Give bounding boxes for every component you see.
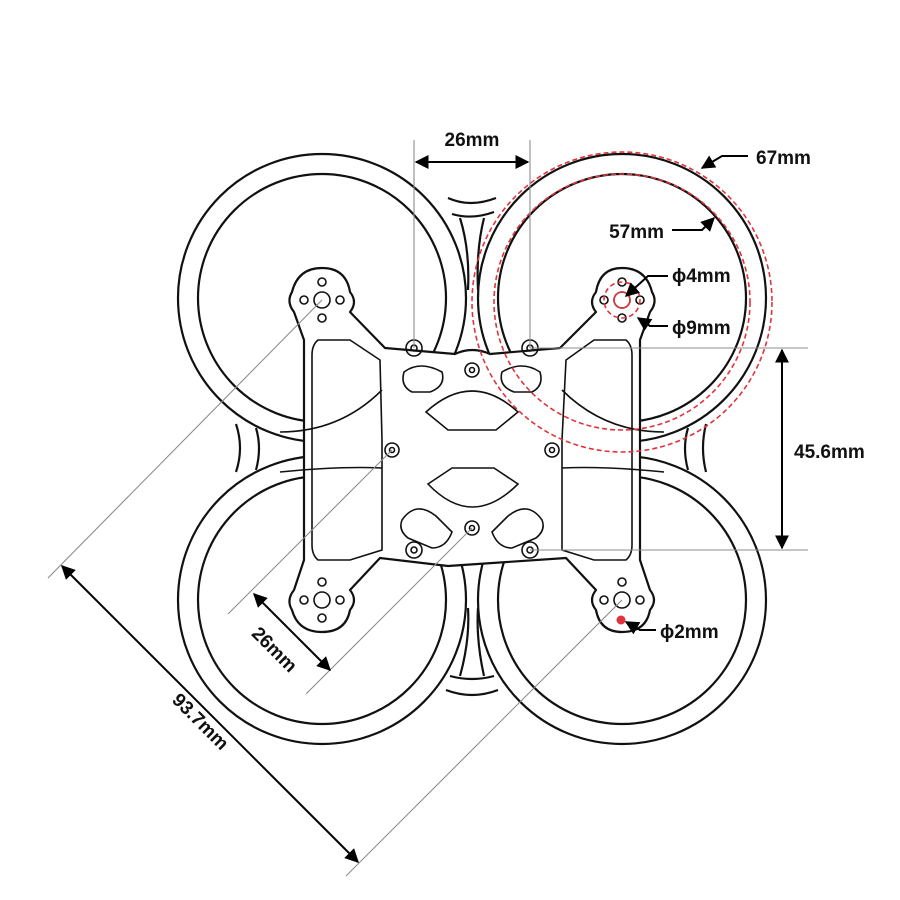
guide-lines — [47, 140, 808, 877]
window-top-left — [279, 389, 383, 433]
leader-phi2 — [624, 621, 656, 635]
bridge-center-top — [458, 217, 486, 291]
slot-right — [561, 339, 633, 561]
cutout-top-right — [500, 365, 542, 393]
label-45-6mm: 45.6mm — [794, 442, 865, 463]
highlight-duct-outer — [471, 151, 773, 453]
highlights — [471, 151, 773, 625]
window-bottom-left — [279, 466, 383, 473]
label-93-7mm: 93.7mm — [167, 690, 232, 755]
motor-holes-top-left — [299, 277, 345, 323]
label-phi9: ϕ9mm — [672, 318, 731, 339]
highlight-duct-inner — [493, 173, 751, 431]
cutout-bottom-left — [400, 508, 453, 549]
slot-left — [311, 339, 383, 561]
cutout-top-left — [402, 365, 444, 393]
dimension-arrows — [61, 155, 789, 863]
bridge-top — [447, 196, 497, 218]
leader-67mm — [700, 155, 748, 169]
bridge-center-bottom — [458, 607, 486, 677]
bridge-bottom — [445, 674, 499, 697]
label-phi2: ϕ2mm — [660, 622, 719, 643]
cutout-lower-center — [426, 467, 520, 508]
cutout-upper-center — [424, 390, 520, 431]
bridge-right — [683, 423, 708, 473]
arrow-26mm-diag — [253, 593, 331, 671]
bridge-left — [234, 423, 261, 473]
window-bottom-right — [561, 466, 665, 473]
frame-plate — [279, 266, 665, 634]
cutout-bottom-right — [491, 508, 544, 549]
arrow-93-7mm — [61, 565, 359, 863]
label-26mm-top: 26mm — [445, 130, 500, 151]
highlight-hole-small — [616, 615, 626, 625]
leader-phi4 — [624, 275, 668, 297]
motor-holes-bottom-right — [599, 577, 645, 609]
label-phi4: ϕ4mm — [672, 266, 731, 287]
label-67mm: 67mm — [756, 148, 811, 169]
highlight-hole-ring — [603, 281, 641, 319]
highlight-hole-large — [613, 291, 631, 309]
label-57mm: 57mm — [609, 222, 664, 243]
leader-57mm — [672, 217, 715, 232]
window-top-right — [561, 389, 665, 433]
leader-phi9 — [636, 317, 668, 331]
